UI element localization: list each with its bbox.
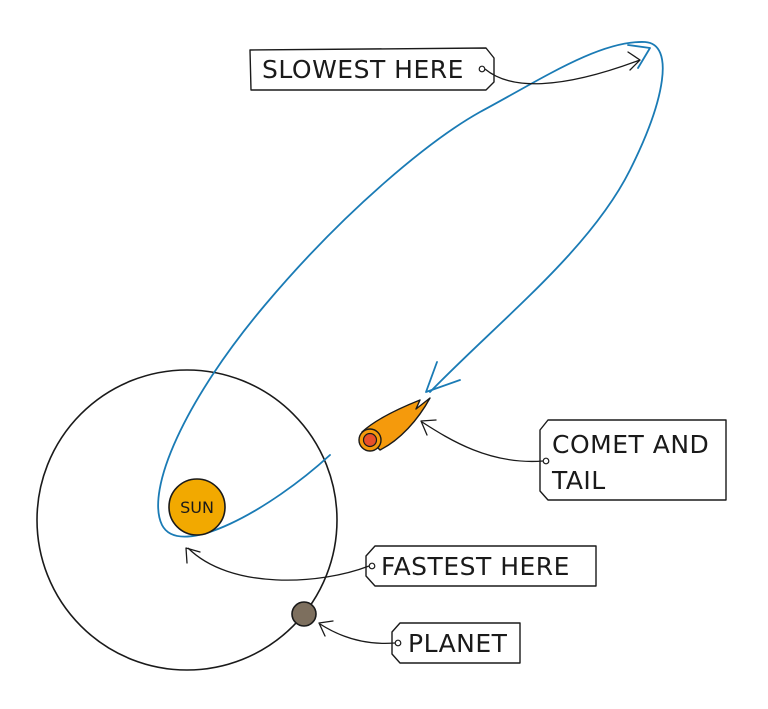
planet-label-tag: PLANET [391, 622, 521, 664]
fastest-label-tag: FASTEST HERE [365, 545, 597, 587]
comet-label-tag: COMET AND TAIL [539, 419, 727, 501]
planet-pointer-line [319, 623, 396, 645]
comet-head [362, 432, 378, 448]
comet-label-line1: COMET AND [552, 430, 709, 459]
sun [168, 478, 226, 536]
fastest-pointer-line [187, 547, 370, 581]
comet [358, 397, 431, 452]
slowest-pointer-arrow [627, 51, 641, 71]
planet-orbit [36, 369, 338, 671]
slowest-label-tag: SLOWEST HERE [249, 47, 495, 91]
planet-pointer-arrow [318, 620, 334, 637]
planet-label: PLANET [408, 629, 508, 658]
comet-label-line2: TAIL [551, 466, 606, 495]
orbit-arrow-descending [425, 361, 461, 393]
slowest-pointer-line [484, 59, 641, 85]
sun-label: SUN [180, 498, 214, 517]
fastest-label: FASTEST HERE [381, 552, 570, 581]
planet [291, 601, 317, 627]
slowest-label: SLOWEST HERE [262, 55, 464, 84]
orbit-arrow-top [627, 44, 651, 69]
fastest-pointer-arrow [185, 547, 201, 564]
comet-orbit [157, 41, 664, 538]
comet-pointer-arrow [420, 419, 437, 436]
comet-pointer-line [421, 421, 544, 463]
